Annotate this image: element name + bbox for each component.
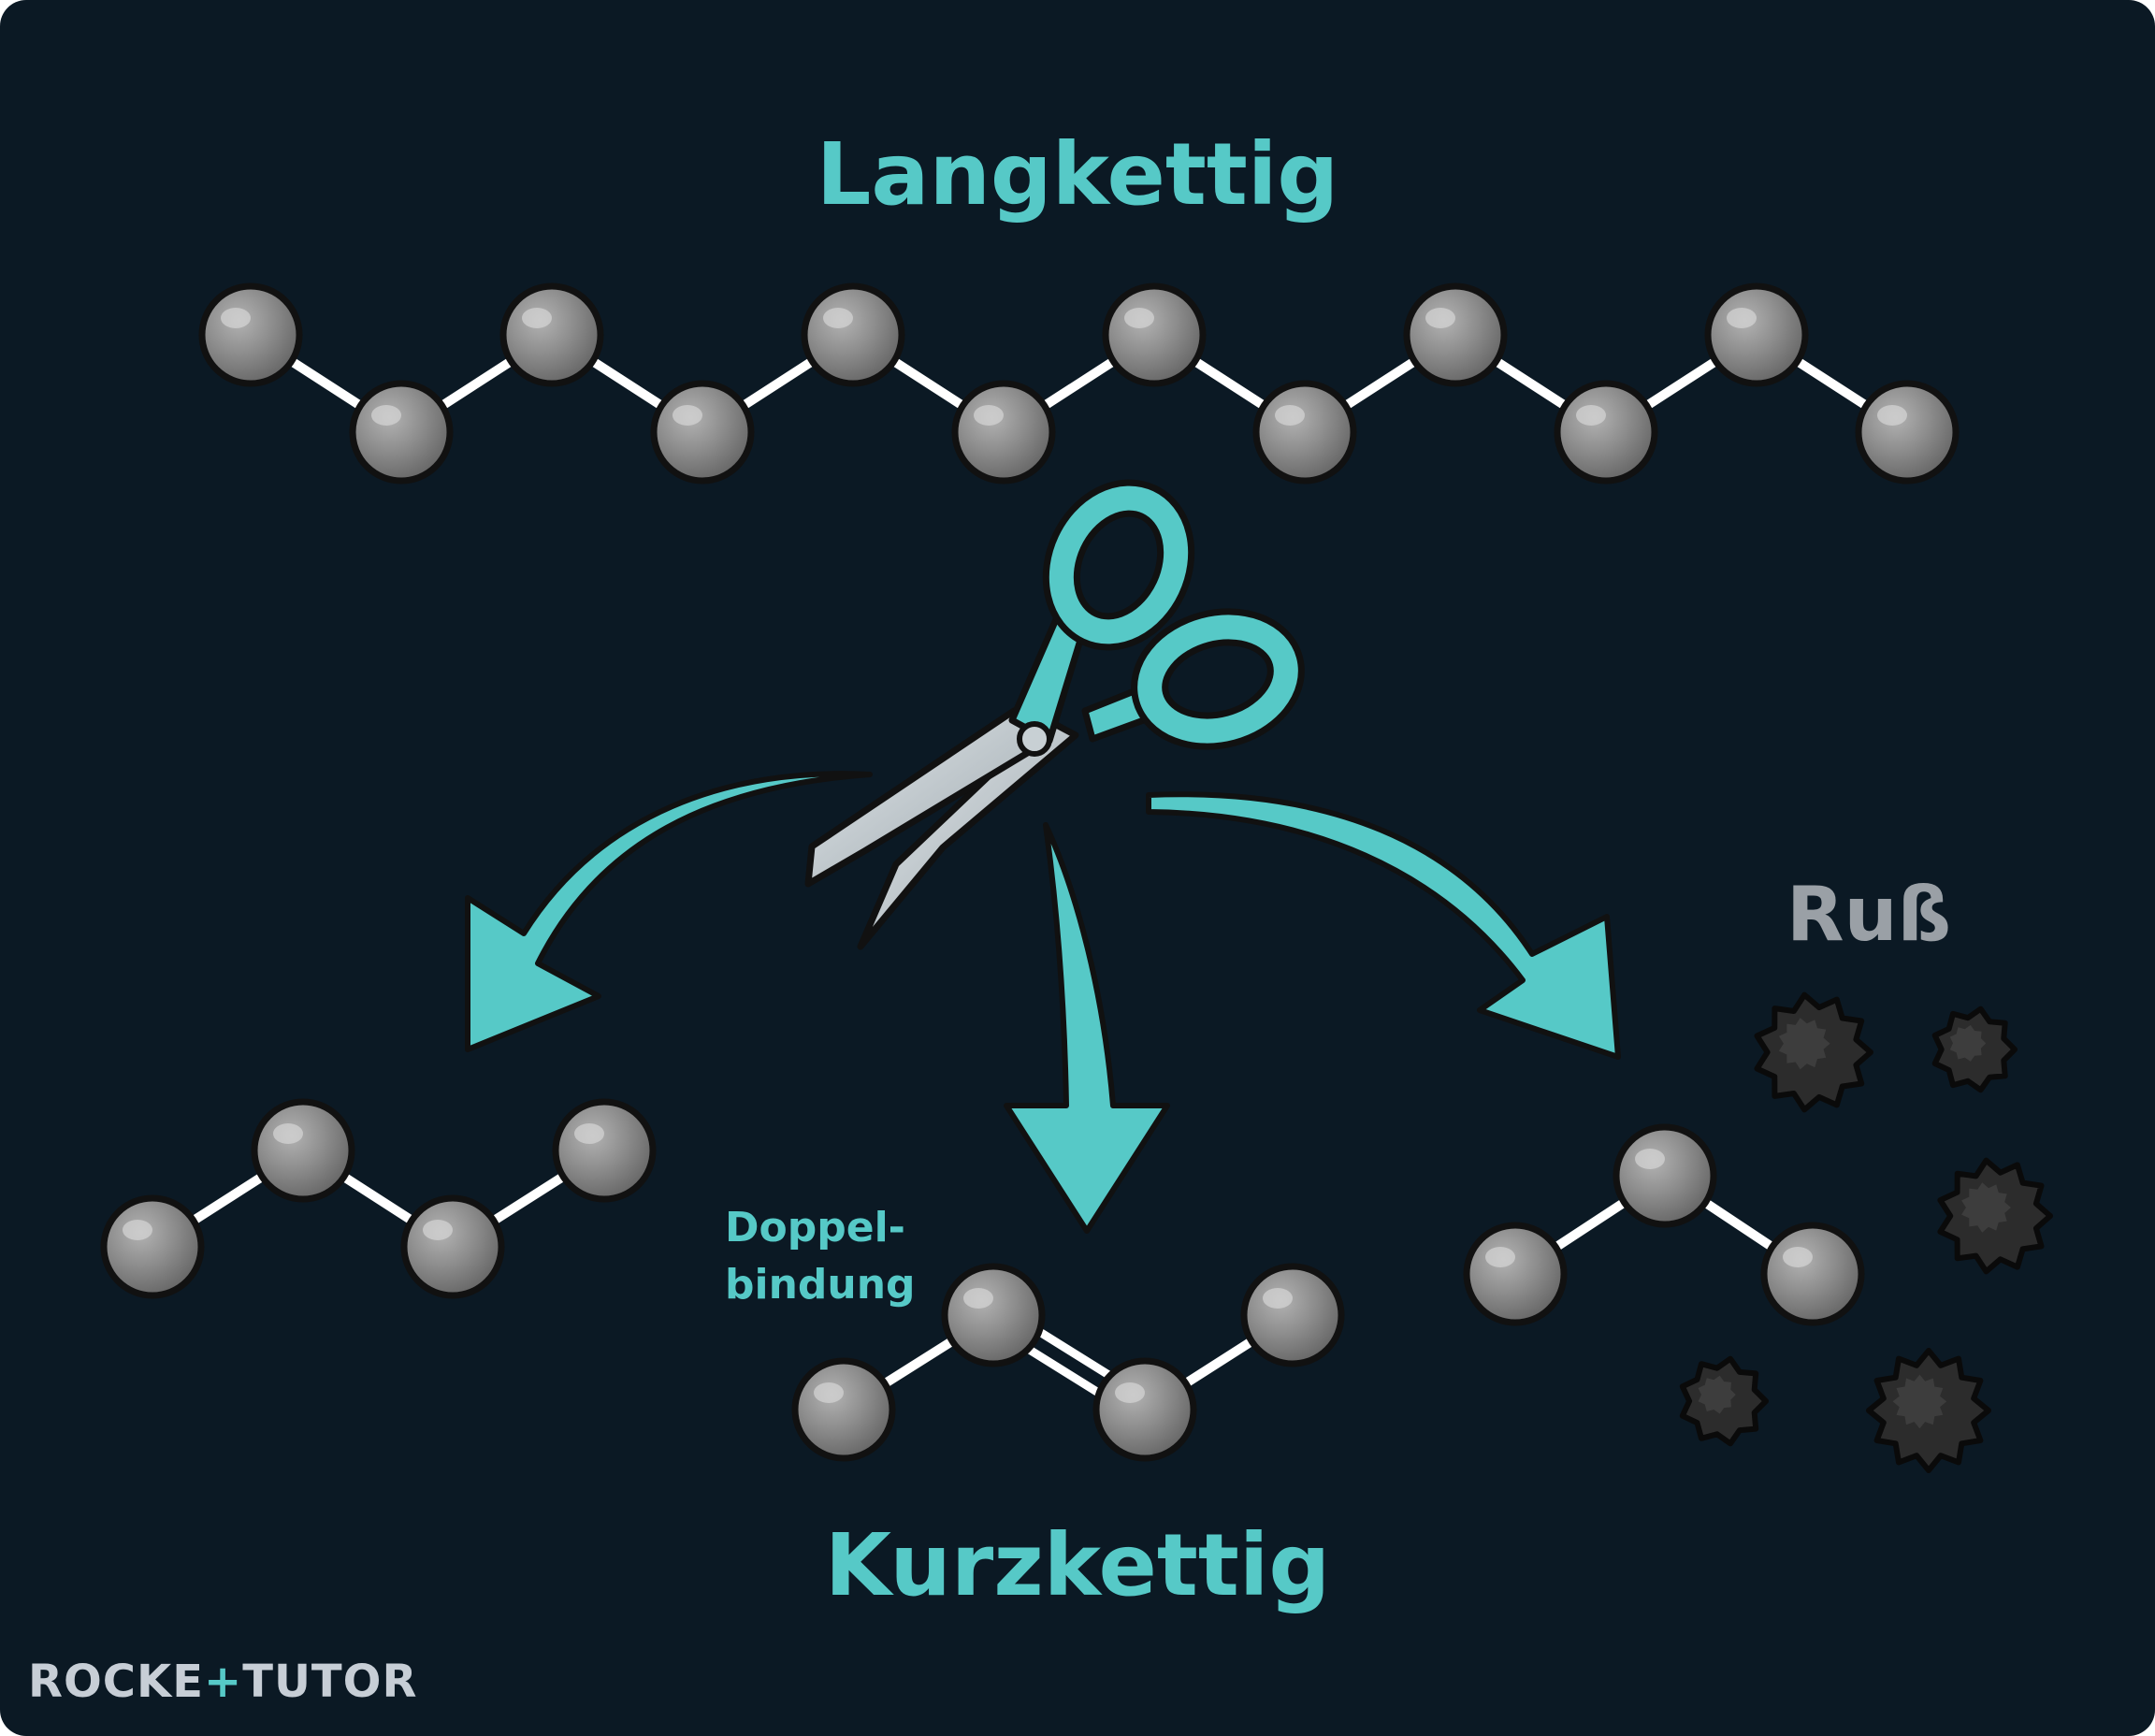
double-bond-label-line1: Doppel- (725, 1204, 905, 1251)
atom-highlight (1275, 405, 1305, 426)
atom-highlight (963, 1288, 993, 1309)
carbon-atom (1240, 1263, 1345, 1367)
soot-particle-shade (1949, 1024, 1987, 1062)
atom-highlight (673, 405, 702, 426)
atom-highlight (123, 1220, 152, 1240)
atom-highlight (221, 308, 251, 328)
soot-particle-shade (1961, 1182, 2011, 1233)
soot-label: Ruß (1786, 871, 1951, 958)
short-chain-title: Kurzkettig (825, 1515, 1331, 1615)
carbon-atom (1102, 282, 1207, 387)
arrow-icon (465, 771, 1621, 1234)
short-chain-fragment-left (100, 1098, 657, 1299)
logo-part2: TUTOR (242, 1656, 418, 1708)
carbon-atom (1855, 380, 1960, 485)
carbon-atom (791, 1357, 896, 1462)
carbon-atom (198, 282, 303, 387)
carbon-atom (251, 1098, 355, 1203)
atom-highlight (814, 1382, 844, 1403)
logo-part1: ROCKE (28, 1656, 204, 1708)
carbon-atom (552, 1098, 657, 1203)
atom-highlight (574, 1123, 604, 1144)
long-chain-molecule (198, 282, 1960, 485)
carbon-atom (1252, 380, 1357, 485)
long-chain-title: Langkettig (817, 124, 1339, 224)
atom-highlight (823, 308, 853, 328)
atom-highlight (1783, 1247, 1813, 1267)
brand-logo: ROCKE+TUTOR (28, 1656, 417, 1708)
carbon-atom (100, 1194, 205, 1299)
logo-plus: + (203, 1656, 243, 1708)
carbon-atom (951, 380, 1056, 485)
scissors-icon (804, 479, 1305, 950)
carbon-atom (1704, 282, 1809, 387)
short-chain-fragment-double-bond (791, 1263, 1345, 1462)
soot-particle-shade (1698, 1375, 1736, 1414)
short-chain-fragment-right (1463, 1123, 1865, 1326)
atom-highlight (1877, 405, 1907, 426)
atom-highlight (1635, 1149, 1665, 1169)
carbon-atom (499, 282, 604, 387)
atom-highlight (371, 405, 401, 426)
carbon-atom (1092, 1357, 1197, 1462)
atom-highlight (1485, 1247, 1515, 1267)
atom-highlight (273, 1123, 303, 1144)
atom-highlight (1115, 1382, 1145, 1403)
soot-particle-shade (1778, 1018, 1830, 1070)
atom-highlight (1263, 1288, 1293, 1309)
carbon-atom (349, 380, 454, 485)
carbon-atom (1760, 1222, 1865, 1326)
atom-highlight (423, 1220, 453, 1240)
carbon-atom (1613, 1123, 1717, 1228)
atom-highlight (1124, 308, 1154, 328)
atom-highlight (1727, 308, 1757, 328)
atom-highlight (974, 405, 1004, 426)
carbon-atom (1463, 1222, 1568, 1326)
double-bond-label-line2: bindung (725, 1261, 916, 1309)
carbon-atom (650, 380, 755, 485)
soot-particles (1679, 991, 2053, 1473)
atom-highlight (1425, 308, 1455, 328)
carbon-atom (1554, 380, 1658, 485)
atom-highlight (1576, 405, 1606, 426)
soot-particle-shade (1892, 1374, 1947, 1429)
atom-highlight (522, 308, 552, 328)
carbon-atom (801, 282, 905, 387)
carbon-atom (941, 1263, 1046, 1367)
carbon-atom (400, 1194, 505, 1299)
carbon-atom (1403, 282, 1508, 387)
